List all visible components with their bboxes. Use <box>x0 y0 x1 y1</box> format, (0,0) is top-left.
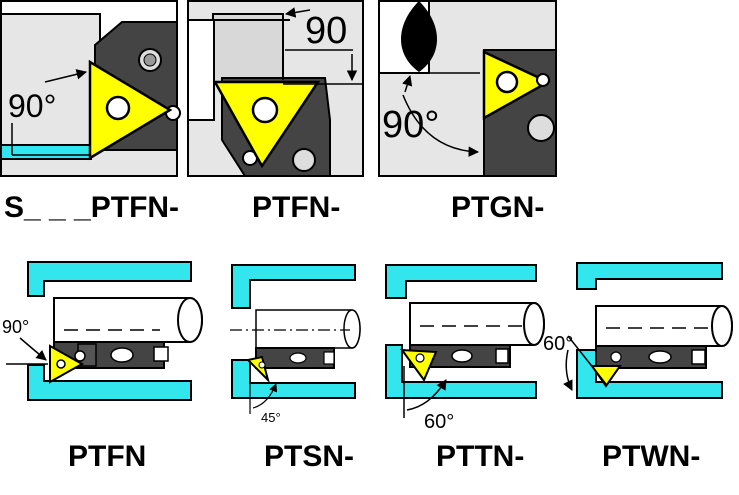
workpiece-wall <box>187 19 215 121</box>
workpiece-section <box>0 144 92 160</box>
triangle-insert <box>212 80 321 169</box>
angle-label: 90° <box>382 104 439 146</box>
code-label-pttn: PTTN- <box>436 440 524 473</box>
panel-ptgn-top: 90° <box>378 0 557 177</box>
clamp-screw <box>527 114 555 142</box>
workpiece-upper <box>385 264 537 299</box>
workpiece-profile <box>401 1 437 72</box>
angle-label: 90° <box>8 88 56 124</box>
panel-s-ptfn: 90° <box>0 0 181 177</box>
angle-label: 90° <box>2 317 29 337</box>
insert-hole <box>105 95 131 121</box>
clamp-screw <box>292 148 316 172</box>
holder-shank <box>212 13 284 85</box>
workpiece-lower <box>385 344 537 399</box>
triangle-insert <box>399 348 438 383</box>
code-label-s-ptfn: S_ _ _PTFN- <box>4 191 179 224</box>
panel-ptsn-bottom: 45° <box>230 264 361 425</box>
angle-label: 90 <box>305 10 347 52</box>
code-label-ptfn-bottom: PTFN <box>68 440 146 473</box>
angle-label: 45° <box>261 410 281 425</box>
panel-ptfn-top: 90 <box>187 0 364 177</box>
workpiece-upper <box>576 262 723 290</box>
workpiece-lower <box>27 364 192 401</box>
code-label-ptfn: PTFN- <box>252 191 340 224</box>
panel-ptfn-bottom: 90° <box>2 261 203 401</box>
panel-ptwn-bottom: 60° <box>543 262 733 399</box>
workpiece-upper <box>231 264 356 309</box>
angle-label: 60° <box>424 411 454 433</box>
workpiece-upper <box>27 261 192 297</box>
code-label-ptsn: PTSN- <box>264 440 354 473</box>
insert-hole <box>495 70 519 94</box>
insert-hole <box>251 96 279 124</box>
code-label-ptgn: PTGN- <box>451 191 544 224</box>
triangle-insert <box>49 344 85 384</box>
angle-label: 60° <box>543 333 573 355</box>
panel-pttn-bottom: 60° <box>385 264 545 433</box>
code-label-ptwn: PTWN- <box>602 440 700 473</box>
